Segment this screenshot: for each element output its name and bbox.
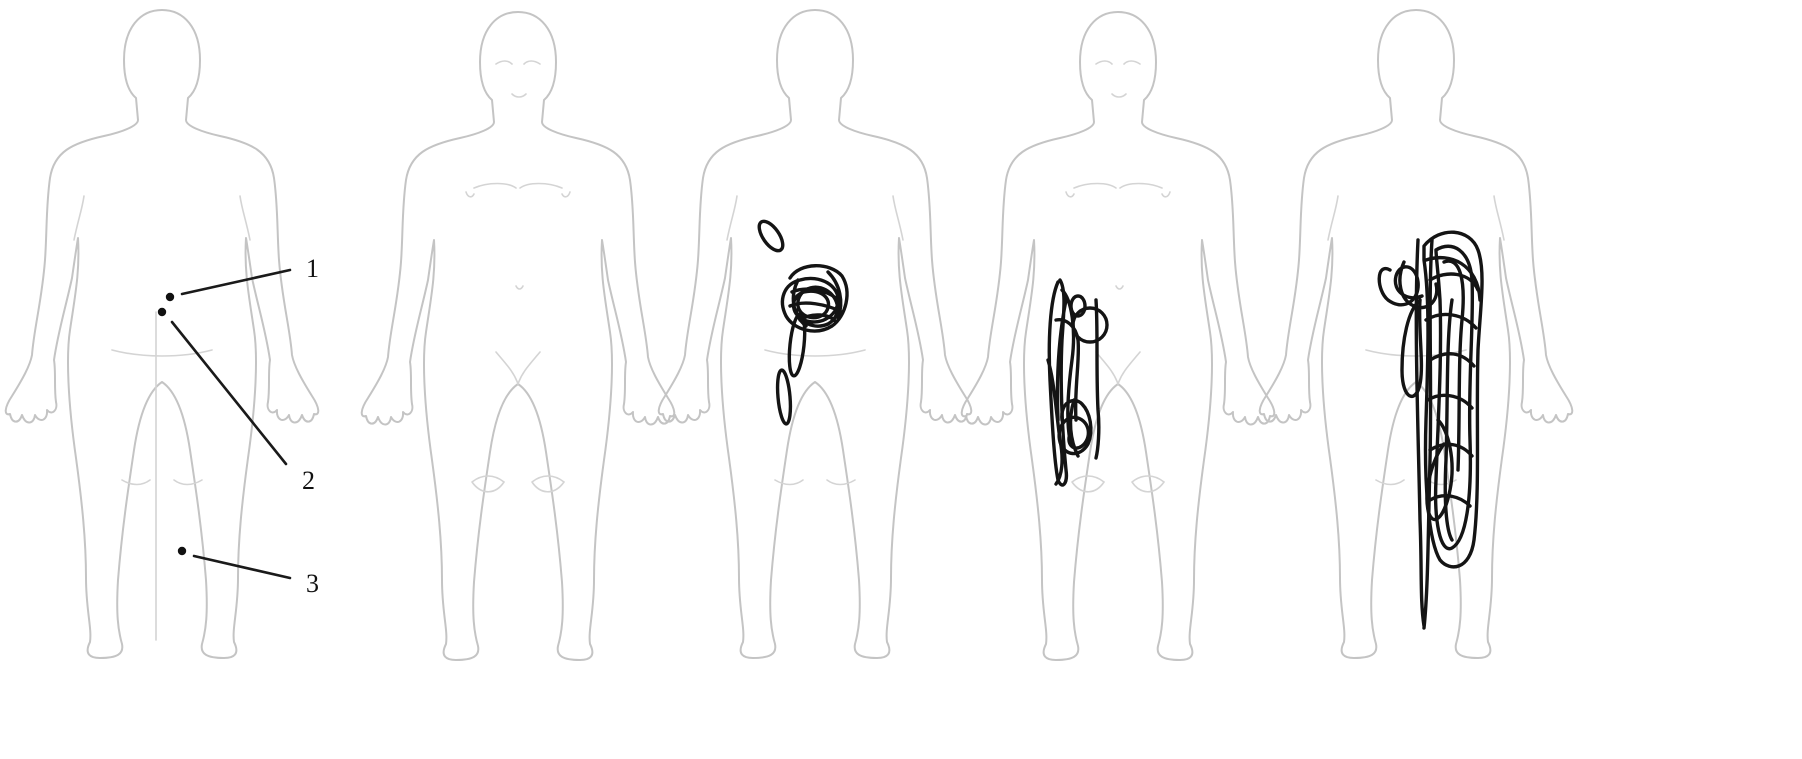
label-3: 3 (306, 569, 319, 598)
annotation-point-3: 3 (178, 547, 319, 598)
annotation-point-2: 2 (158, 308, 315, 495)
pain-drawing-figure-4 (1048, 280, 1107, 485)
body-figure-1-back (6, 10, 319, 658)
label-1: 1 (306, 254, 319, 283)
label-2: 2 (302, 466, 315, 495)
body-figure-4-front (962, 12, 1275, 660)
annotation-point-1: 1 (166, 254, 319, 301)
pain-drawing-figure-3 (755, 217, 847, 424)
body-figure-2-front (362, 12, 675, 660)
pain-drawing-figure-5 (1379, 232, 1482, 628)
body-figure-3-back (659, 10, 972, 658)
